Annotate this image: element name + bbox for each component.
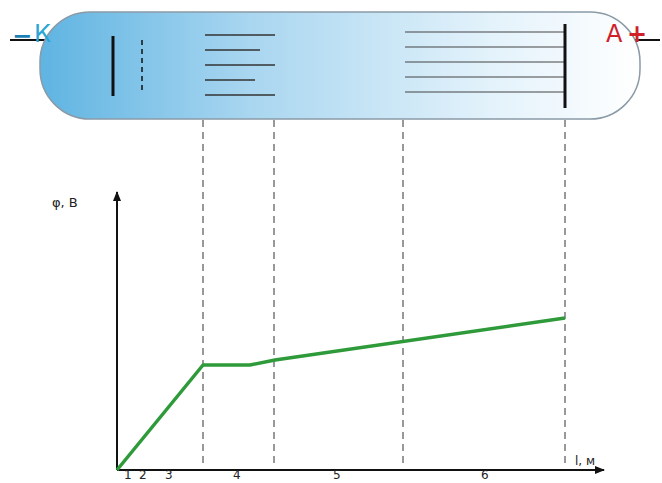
region-number: 3 xyxy=(165,469,173,481)
cathode-label: К xyxy=(34,22,51,46)
region-number: 5 xyxy=(333,469,341,481)
terminal-sign: − xyxy=(12,24,32,48)
region-number: 4 xyxy=(233,469,241,481)
region-number: 6 xyxy=(481,469,489,481)
anode-label: А xyxy=(606,22,622,46)
terminal-sign: + xyxy=(627,22,647,46)
axis-label: l, м xyxy=(575,455,595,467)
region-number: 2 xyxy=(139,469,147,481)
region-number: 1 xyxy=(124,469,132,481)
axis-label: φ, В xyxy=(52,196,78,209)
